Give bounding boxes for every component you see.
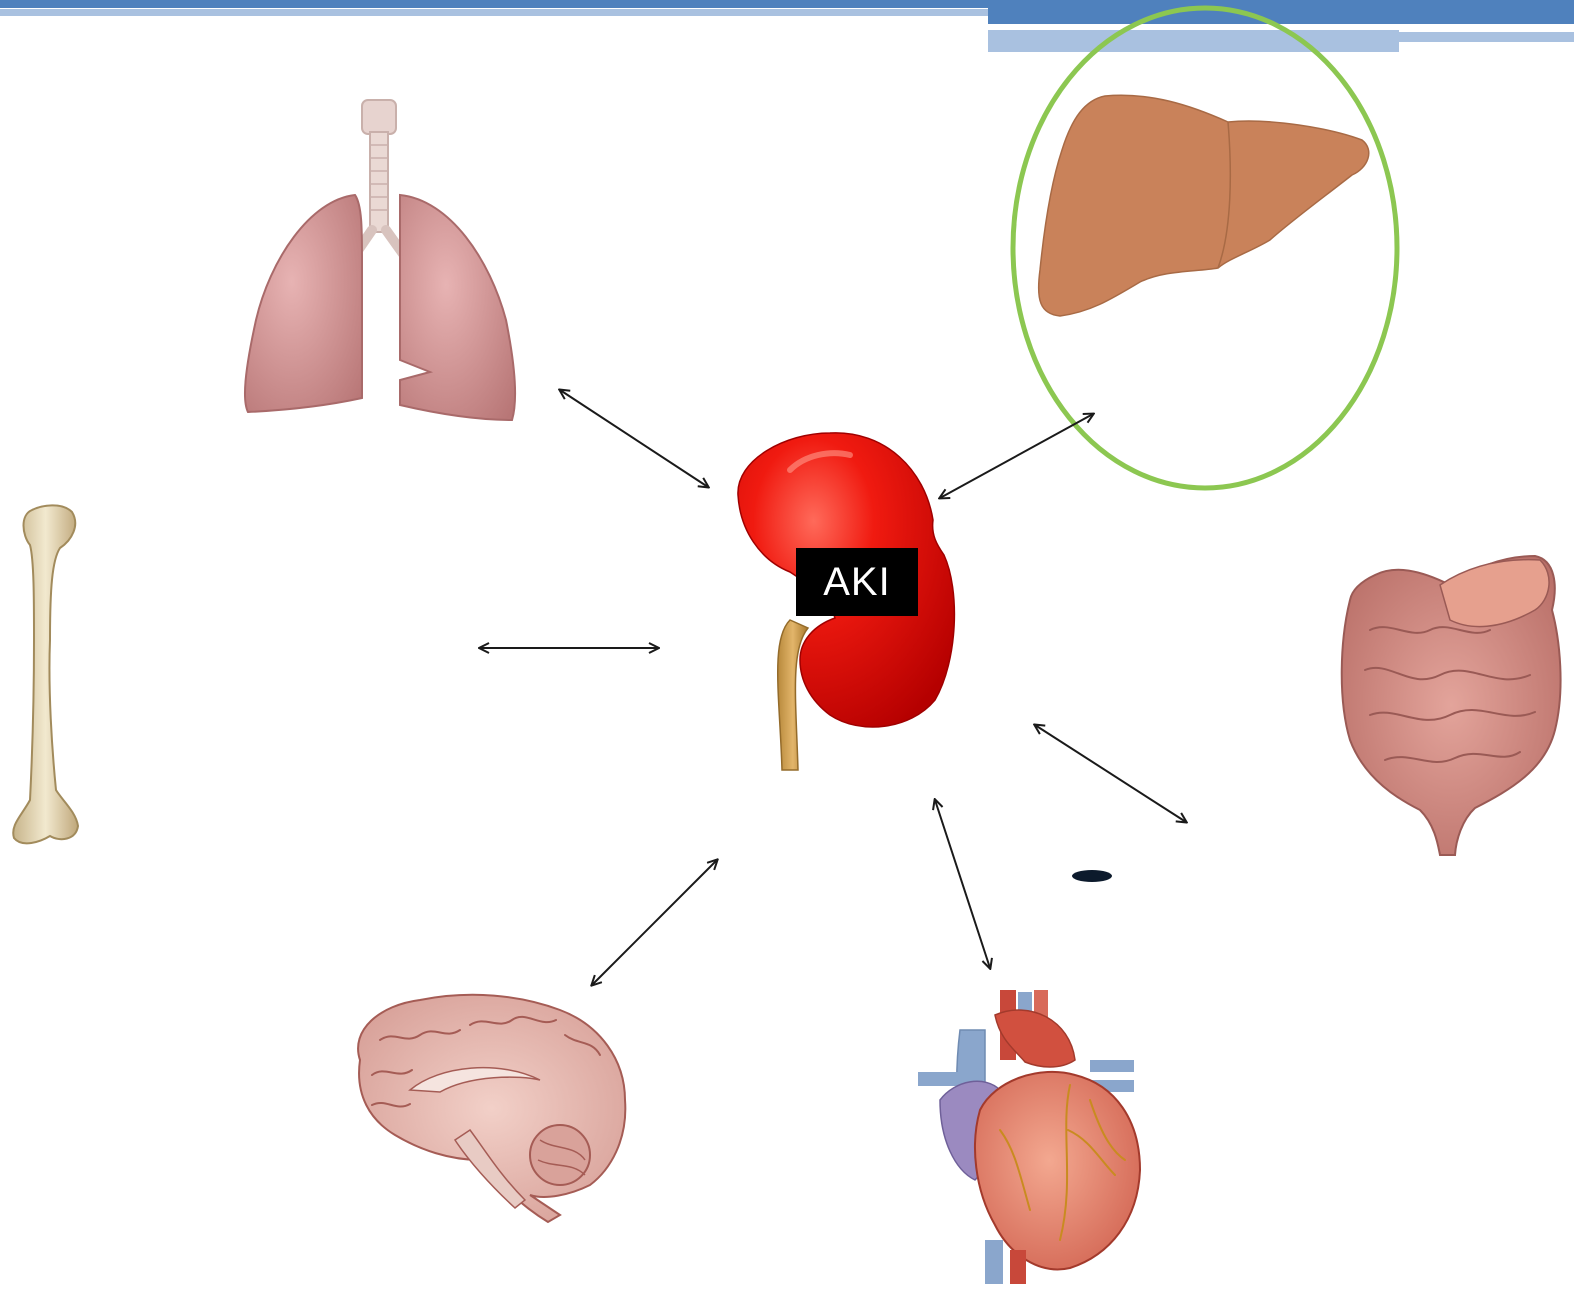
arrow-liver [940, 414, 1093, 498]
arrow-lungs [560, 390, 708, 487]
header-bars [0, 0, 1574, 52]
aki-label: AKI [796, 548, 918, 616]
dash-mark [1072, 870, 1112, 882]
arrow-intestine [1035, 725, 1186, 822]
lungs-image [245, 100, 515, 420]
liver-image [1039, 95, 1369, 316]
arrow-heart [935, 800, 990, 968]
intestine-image [1342, 556, 1561, 855]
bone-image [13, 505, 78, 843]
arrow-brain [592, 860, 717, 985]
brain-image [358, 995, 625, 1222]
heart-image [918, 990, 1140, 1284]
